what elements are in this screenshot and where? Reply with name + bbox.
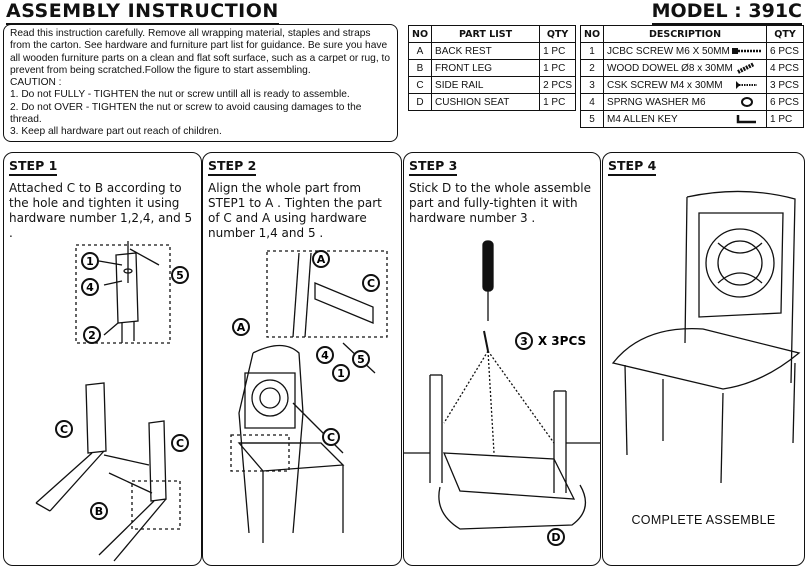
screw-icon	[736, 81, 757, 89]
table-row: C SIDE RAIL 2 PCS	[407, 76, 576, 94]
col-no: NO	[407, 25, 433, 43]
page-title: ASSEMBLY INSTRUCTION	[6, 0, 279, 25]
hw-name: CSK SCREW M4 x 30MM	[607, 79, 723, 91]
hw-description: M4 ALLEN KEY	[603, 110, 767, 128]
step-3-text: Stick D to the whole assemble part and f…	[409, 181, 591, 225]
callout: 1	[86, 255, 94, 268]
model-number: MODEL : 391C	[651, 0, 802, 25]
bolt-icon	[732, 48, 761, 54]
callout: 3	[520, 335, 528, 348]
step-4-label: STEP 4	[608, 158, 657, 176]
callout: 5	[176, 269, 184, 282]
part-name: BACK REST	[431, 42, 541, 60]
step-4-panel: STEP 4 COMPLETE ASSEMBLE	[602, 152, 805, 566]
table-row: D CUSHION SEAT 1 PC	[407, 93, 576, 111]
part-no: A	[407, 42, 433, 60]
hw-name: M4 ALLEN KEY	[607, 113, 678, 125]
step-4-caption: COMPLETE ASSEMBLE	[631, 513, 776, 527]
step-3-label: STEP 3	[409, 158, 458, 176]
step-2-label: STEP 2	[208, 158, 257, 176]
caution-item-1: 1. Do not FULLY - TIGHTEN the nut or scr…	[10, 89, 350, 101]
part-qty: 1 PC	[539, 93, 576, 111]
part-name: SIDE RAIL	[431, 76, 541, 94]
step-1-text: Attached C to B according to the hole an…	[9, 181, 193, 240]
instructions-box: Read this instruction carefully. Remove …	[3, 24, 398, 142]
hw-name: SPRNG WASHER M6	[607, 96, 706, 108]
table-row: 4 SPRNG WASHER M6 6 PCS	[579, 93, 804, 111]
table-header-row: NO DESCRIPTION QTY	[579, 25, 804, 43]
callout: 4	[321, 349, 329, 362]
part-name: CUSHION SEAT	[431, 93, 541, 111]
step-2-text: Align the whole part from STEP1 to A . T…	[208, 181, 382, 240]
table-row: 2 WOOD DOWEL Ø8 x 30MM 4 PCS	[579, 59, 804, 77]
hw-qty: 1 PC	[766, 110, 804, 128]
table-row: A BACK REST 1 PC	[407, 42, 576, 60]
callout: 2	[88, 329, 96, 342]
callout: C	[367, 277, 375, 290]
table-row: 3 CSK SCREW M4 x 30MM 3 PCS	[579, 76, 804, 94]
caution-item-2: 2. Do not OVER - TIGHTEN the nut or scre…	[10, 101, 362, 126]
callout: C	[60, 423, 68, 436]
col-qty: QTY	[766, 25, 804, 43]
hw-no: 4	[579, 93, 605, 111]
hw-name: JCBC SCREW M6 X 50MM	[607, 45, 730, 57]
callout: 1	[337, 367, 345, 380]
col-qty: QTY	[539, 25, 576, 43]
callout: C	[176, 437, 184, 450]
callout: B	[95, 505, 103, 518]
hw-description: WOOD DOWEL Ø8 x 30MM	[603, 59, 767, 77]
part-qty: 1 PC	[539, 59, 576, 77]
washer-icon	[741, 97, 753, 107]
hardware-table: NO DESCRIPTION QTY 1 JCBC SCREW M6 X 50M…	[579, 25, 804, 128]
step-3-diagram: 3 X 3PCS D	[404, 240, 600, 546]
part-qty: 2 PCS	[539, 76, 576, 94]
table-row: 5 M4 ALLEN KEY 1 PC	[579, 110, 804, 128]
step-2-panel: STEP 2 Align the whole part from STEP1 t…	[202, 152, 402, 566]
intro-text: Read this instruction carefully. Remove …	[10, 28, 390, 76]
step-1-diagram: 1 4 2 5 C C B	[35, 241, 189, 562]
hw-description: JCBC SCREW M6 X 50MM	[603, 42, 767, 60]
col-description: DESCRIPTION	[603, 25, 767, 43]
hw-no: 1	[579, 42, 605, 60]
hw-qty: 6 PCS	[766, 93, 804, 111]
table-row: 1 JCBC SCREW M6 X 50MM 6 PCS	[579, 42, 804, 60]
hw-no: 2	[579, 59, 605, 77]
hw-qty: 6 PCS	[766, 42, 804, 60]
table-row: B FRONT LEG 1 PC	[407, 59, 576, 77]
hw-description: SPRNG WASHER M6	[603, 93, 767, 111]
step-2-diagram: A C 4 5 1 A C	[230, 250, 388, 543]
callout: A	[317, 253, 326, 266]
caution-label: CAUTION :	[10, 77, 62, 89]
caution-item-3: 3. Keep all hardware part out reach of c…	[10, 126, 222, 138]
col-no: NO	[579, 25, 605, 43]
part-qty: 1 PC	[539, 42, 576, 60]
hw-description: CSK SCREW M4 x 30MM	[603, 76, 767, 94]
step-4-diagram	[611, 190, 801, 484]
callout: C	[327, 431, 335, 444]
part-no: D	[407, 93, 433, 111]
parts-list-table: NO PART LIST QTY A BACK REST 1 PC B FRON…	[407, 25, 576, 111]
hw-no: 5	[579, 110, 605, 128]
callout: A	[237, 321, 246, 334]
step-1-panel: STEP 1 Attached C to B according to the …	[3, 152, 202, 566]
hw-no: 3	[579, 76, 605, 94]
dowel-icon	[737, 62, 755, 74]
hw-qty: 3 PCS	[766, 76, 804, 94]
hw-name: WOOD DOWEL Ø8 x 30MM	[607, 62, 733, 74]
part-no: B	[407, 59, 433, 77]
callout: D	[551, 531, 560, 544]
part-name: FRONT LEG	[431, 59, 541, 77]
col-part-list: PART LIST	[431, 25, 541, 43]
hw-qty: 4 PCS	[766, 59, 804, 77]
allen-key-icon	[736, 115, 756, 124]
step-1-label: STEP 1	[9, 158, 58, 176]
callout: 4	[86, 281, 94, 294]
callout: 5	[357, 353, 365, 366]
table-header-row: NO PART LIST QTY	[407, 25, 576, 43]
callout: X 3PCS	[538, 334, 586, 348]
part-no: C	[407, 76, 433, 94]
step-3-panel: STEP 3 Stick D to the whole assemble par…	[403, 152, 601, 566]
